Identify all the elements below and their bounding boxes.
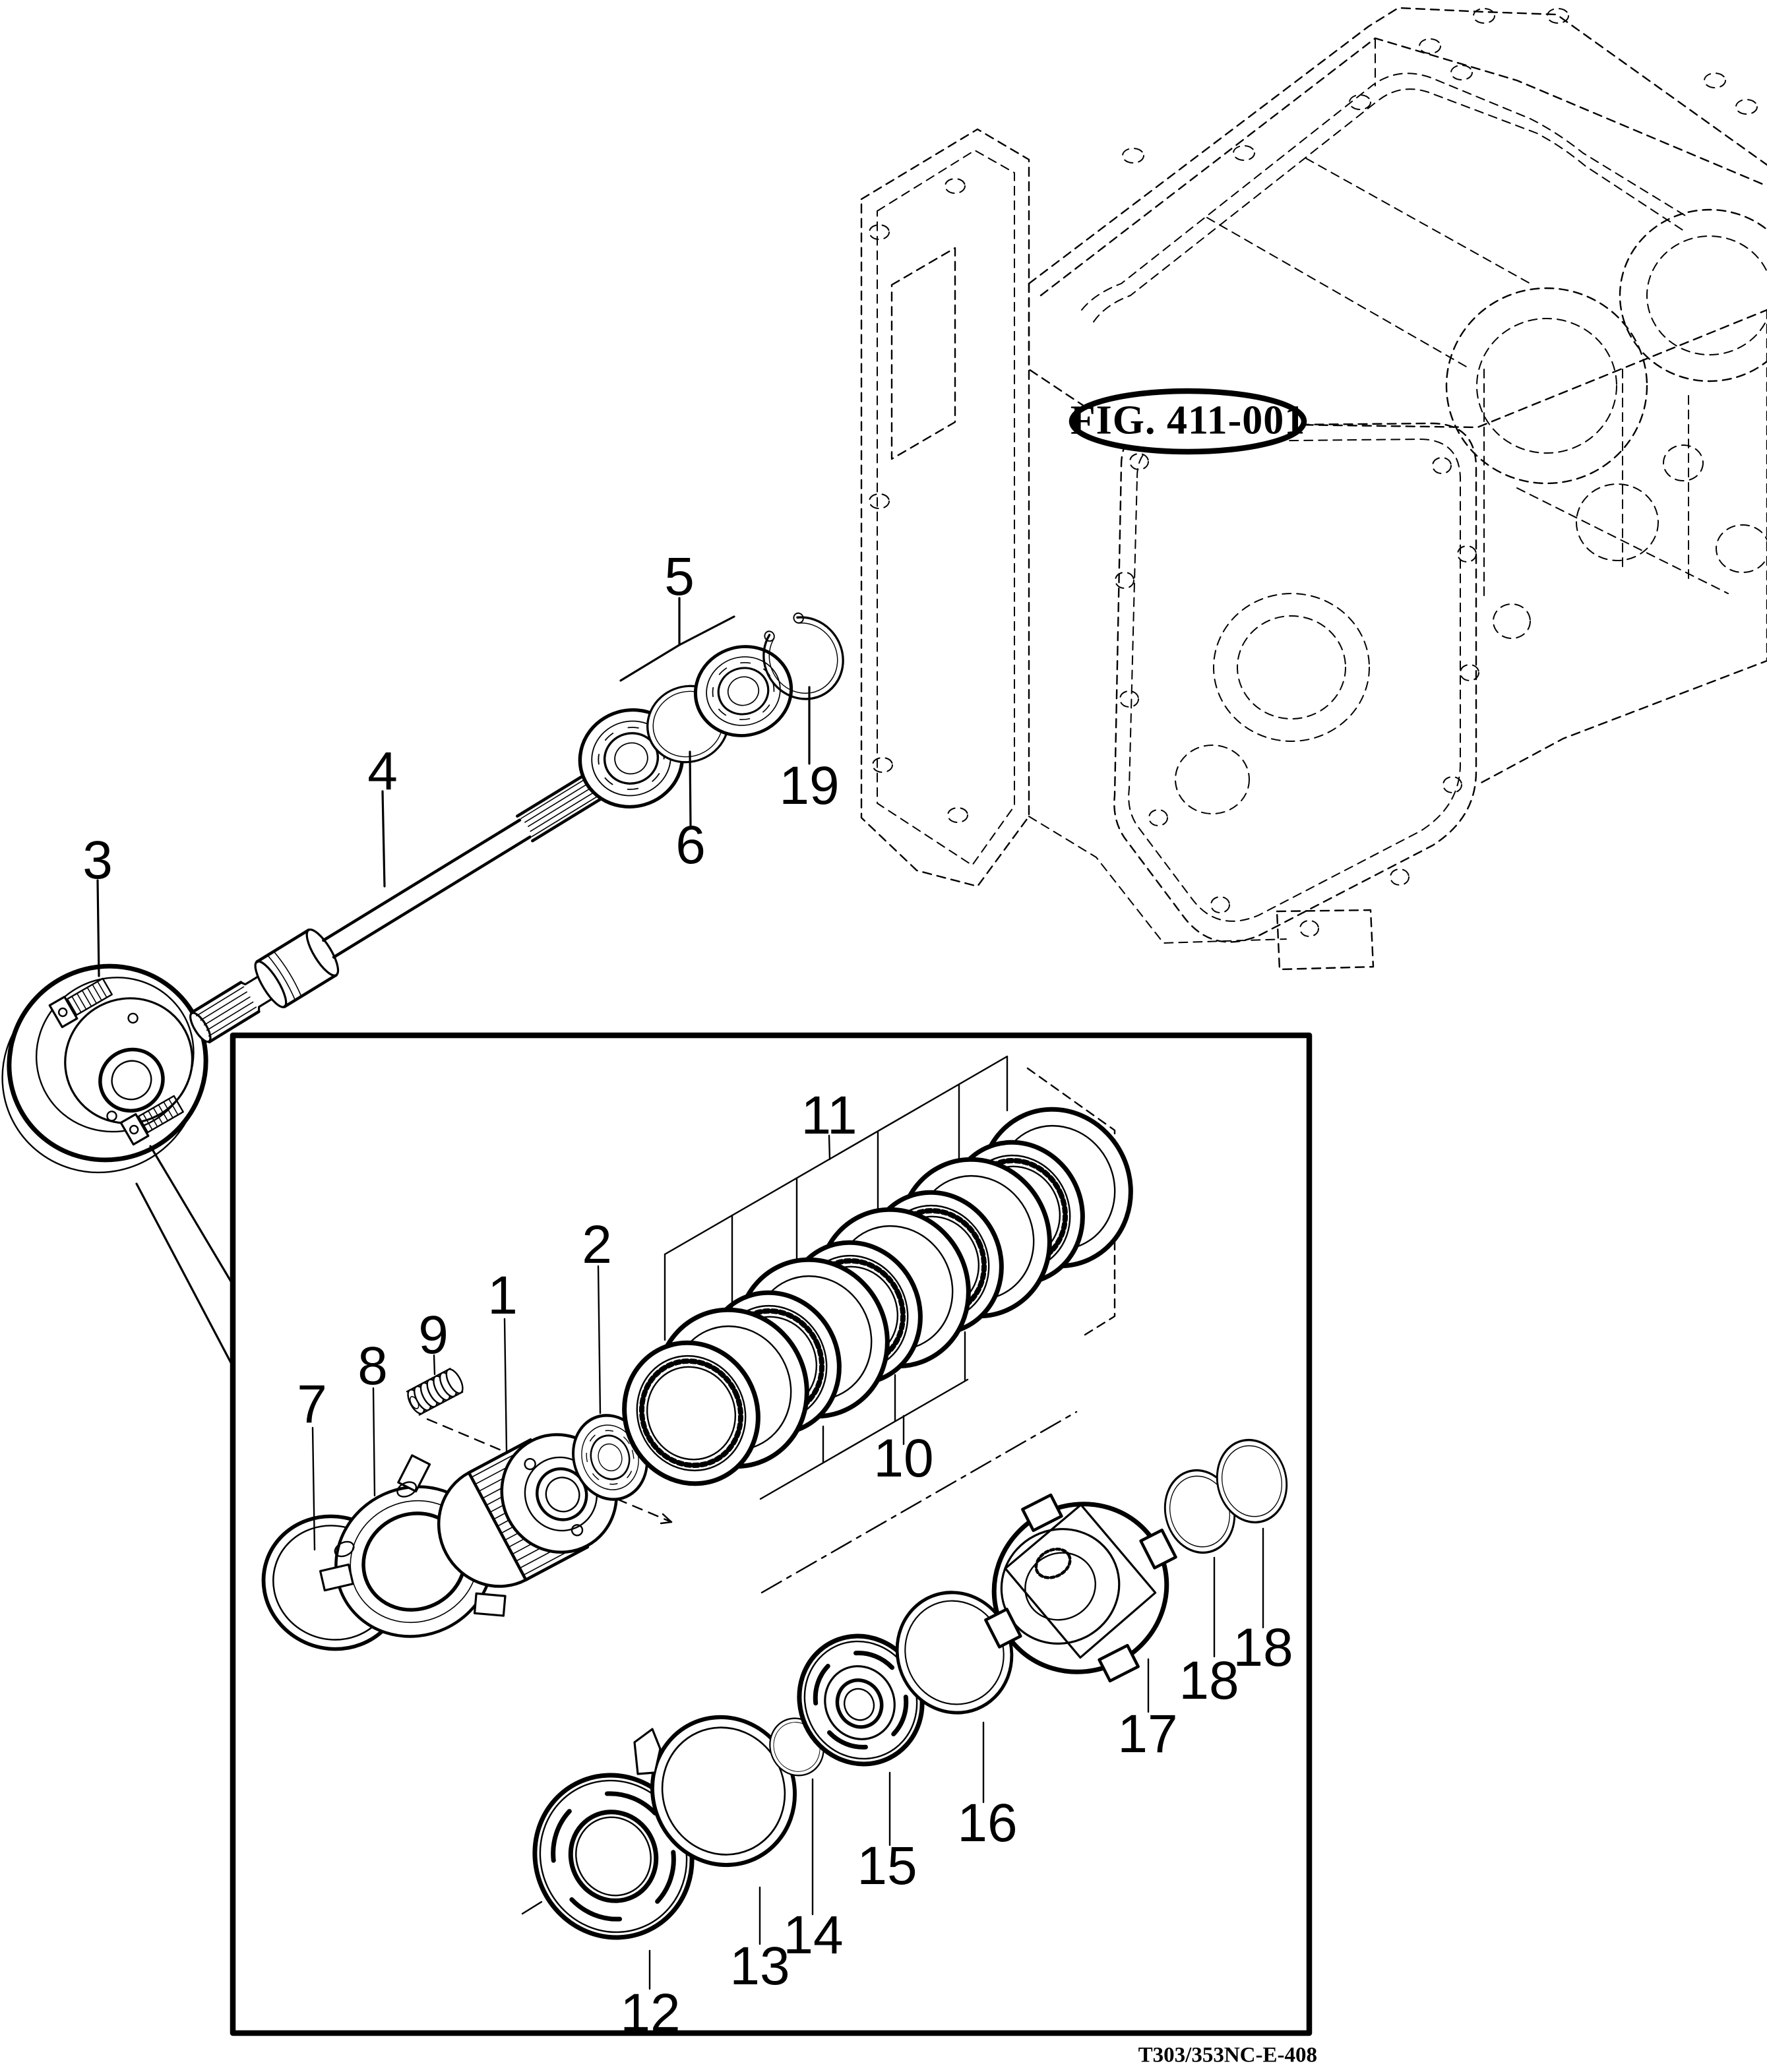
part-callout-17: 17 [1117, 1704, 1178, 1764]
transmission-housing-ghost [860, 7, 1767, 971]
detail-box [230, 1032, 1313, 2036]
cover-plate-part12 [532, 1773, 695, 1940]
axis-dash-dot-right [760, 1411, 1078, 1594]
leader-6 [689, 750, 692, 827]
part-callout-5: 5 [664, 547, 695, 607]
piston-part15 [797, 1633, 925, 1767]
part-callout-2: 2 [582, 1215, 612, 1275]
part-callout-15: 15 [857, 1836, 917, 1896]
stack-dashed-frame [1026, 1067, 1116, 1336]
drum-adjuster-screw-top [48, 977, 113, 1029]
figure-label-ellipse [1069, 388, 1307, 455]
spring-retainer-part17 [984, 1493, 1177, 1683]
leader-11 [664, 1055, 1008, 1341]
ring13-tab [633, 1728, 662, 1775]
part-callout-12: 12 [620, 1983, 681, 2043]
leader-3 [96, 879, 100, 977]
document-code: T303/353NC-E-408 [1138, 2043, 1317, 2067]
spring-pointer-arrowhead [660, 1513, 673, 1525]
part-callout-13: 13 [729, 1936, 790, 1996]
spring-pointer-dashed [426, 1418, 673, 1523]
clutch-shaft-part4 [189, 766, 614, 1044]
part-callout-4: 4 [367, 741, 398, 801]
leader-1 [503, 1318, 508, 1452]
leader-9 [433, 1354, 436, 1376]
clutch-drum-part3 [1, 963, 208, 1174]
part-callout-10: 10 [873, 1428, 934, 1488]
leader-7 [311, 1426, 316, 1551]
part-callout-9: 9 [418, 1305, 449, 1365]
clutch-hub-part1 [437, 1433, 618, 1588]
spring-part9 [406, 1368, 464, 1416]
part-callout-14: 14 [783, 1905, 844, 1965]
part-callout-7: 7 [297, 1374, 327, 1434]
leader-5 [619, 597, 735, 682]
part-callout-16: 16 [957, 1793, 1018, 1853]
part-callout-6: 6 [675, 815, 706, 875]
part-callout-3: 3 [82, 830, 113, 890]
part-callout-8: 8 [357, 1336, 388, 1396]
leader-10 [759, 1331, 969, 1500]
part-callout-19: 19 [779, 756, 840, 816]
part-callout-18a: 18 [1179, 1651, 1239, 1711]
leader-8 [372, 1387, 376, 1497]
part-callout-11: 11 [801, 1085, 857, 1145]
leader-4 [381, 790, 386, 888]
figure-title: FIG. 411-001 [1070, 398, 1306, 443]
part-callout-1: 1 [487, 1265, 518, 1325]
drum-adjuster-screw-bottom [119, 1095, 184, 1146]
leader-2 [597, 1265, 602, 1415]
part-callout-18b: 18 [1233, 1618, 1293, 1678]
drum-to-box-leader-lines [135, 1145, 234, 1368]
